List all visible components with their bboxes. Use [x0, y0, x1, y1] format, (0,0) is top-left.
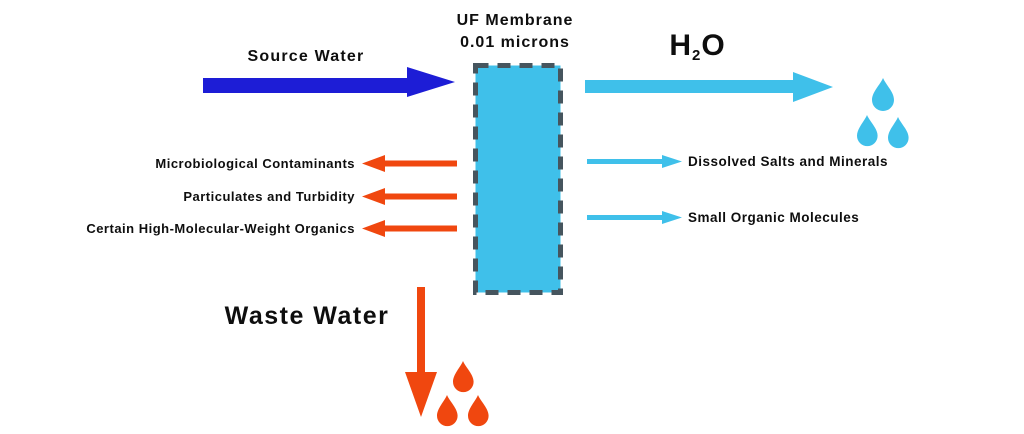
waste-droplets-icon — [435, 360, 490, 430]
h2o-label: H2O — [640, 30, 755, 67]
membrane-title-line2: 0.01 microns — [460, 34, 570, 51]
clean-water-droplets-icon — [855, 77, 913, 149]
passed-label: Dissolved Salts and Minerals — [688, 154, 889, 169]
h2o-arrow-icon — [585, 72, 833, 102]
droplet-icon — [468, 395, 489, 427]
membrane-title: UF Membrane 0.01 microns — [440, 10, 590, 54]
h2o-subscript: 2 — [691, 47, 702, 65]
rejected-label: Certain High-Molecular-Weight Organics — [86, 221, 355, 236]
rejected-label: Particulates and Turbidity — [183, 189, 355, 204]
uf-membrane-rect — [473, 63, 563, 295]
membrane-title-line1: UF Membrane — [456, 12, 574, 29]
reject-arrow-icon — [362, 155, 457, 172]
h2o-o: O — [701, 29, 726, 62]
h2o-h: H — [669, 29, 692, 62]
passed-label: Small Organic Molecules — [688, 210, 860, 225]
waste-water-arrow-icon — [405, 287, 437, 417]
droplet-icon — [888, 117, 909, 149]
droplet-icon — [453, 361, 474, 393]
pass-arrow-icon — [587, 155, 682, 168]
reject-arrow-icon — [362, 188, 457, 205]
reject-arrow-icon — [362, 220, 457, 237]
source-water-arrow-icon — [203, 67, 455, 97]
waste-water-label: Waste Water — [224, 302, 390, 330]
rejected-label: Microbiological Contaminants — [155, 156, 355, 171]
droplet-icon — [857, 115, 878, 147]
pass-arrow-icon — [587, 211, 682, 224]
source-water-label: Source Water — [247, 48, 365, 65]
droplet-icon — [437, 395, 458, 427]
droplet-icon — [872, 78, 894, 111]
